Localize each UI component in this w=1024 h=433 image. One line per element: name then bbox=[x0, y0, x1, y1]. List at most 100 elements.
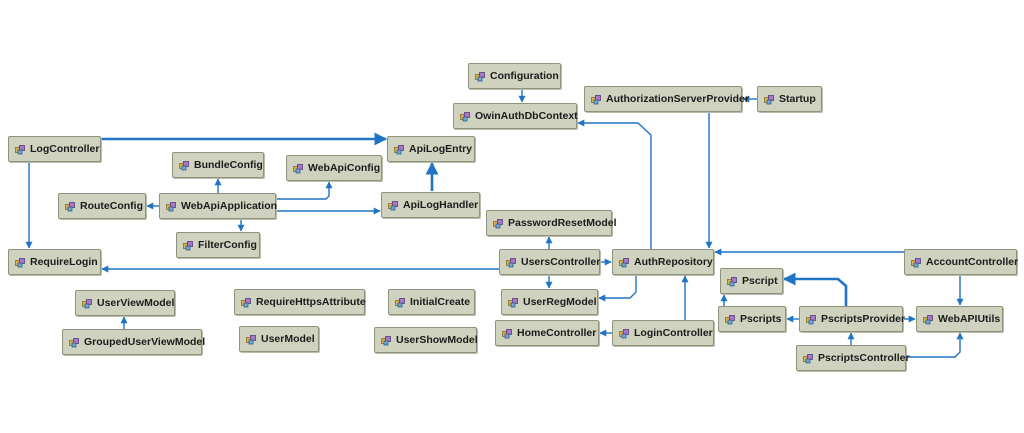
class-node-web-api-application[interactable]: WebApiApplication bbox=[159, 193, 278, 219]
class-node-label: Pscripts bbox=[740, 313, 782, 325]
class-icon bbox=[381, 335, 392, 346]
class-node-user-show-model[interactable]: UserShowModel bbox=[374, 327, 478, 353]
class-icon bbox=[508, 297, 519, 308]
class-icon bbox=[506, 257, 517, 268]
class-node-label: ApiLogEntry bbox=[409, 143, 472, 155]
class-node-api-log-handler[interactable]: ApiLogHandler bbox=[381, 192, 480, 218]
class-node-label: WebAPIUtils bbox=[938, 313, 1001, 325]
class-icon bbox=[246, 334, 257, 345]
class-icon bbox=[395, 297, 406, 308]
class-node-auth-repository[interactable]: AuthRepository bbox=[612, 249, 714, 275]
class-node-authorization-server-provider[interactable]: AuthorizationServerProvider bbox=[584, 86, 749, 112]
class-node-label: InitialCreate bbox=[410, 296, 471, 308]
class-icon bbox=[460, 111, 471, 122]
class-node-user-view-model[interactable]: UserViewModel bbox=[75, 290, 175, 316]
class-node-label: GroupedUserViewModel bbox=[84, 336, 206, 348]
class-node-label: AuthorizationServerProvider bbox=[606, 93, 749, 105]
class-node-home-controller[interactable]: HomeController bbox=[495, 320, 599, 346]
class-node-api-log-entry[interactable]: ApiLogEntry bbox=[387, 136, 475, 162]
class-node-log-controller[interactable]: LogController bbox=[8, 136, 101, 162]
class-node-label: UserModel bbox=[261, 333, 315, 345]
class-icon bbox=[727, 276, 738, 287]
class-node-label: BundleConfig bbox=[194, 159, 263, 171]
edge-webapiapplication-to-webapiconfig bbox=[276, 181, 333, 200]
class-node-require-https-attribute[interactable]: RequireHttpsAttribute bbox=[234, 289, 366, 315]
edge-authrepository-to-owinauthdbcontext bbox=[577, 119, 652, 249]
class-node-label: AuthRepository bbox=[634, 256, 713, 268]
class-node-label: UserViewModel bbox=[97, 297, 175, 309]
class-node-label: UserShowModel bbox=[396, 334, 478, 346]
class-icon bbox=[15, 257, 26, 268]
class-node-owin-auth-db-context[interactable]: OwinAuthDbContext bbox=[453, 103, 578, 129]
edges-layer bbox=[25, 89, 964, 358]
class-node-label: PasswordResetModel bbox=[508, 217, 617, 229]
class-node-label: HomeController bbox=[517, 327, 597, 339]
class-icon bbox=[923, 314, 934, 325]
class-icon bbox=[725, 314, 736, 325]
class-node-label: ApiLogHandler bbox=[403, 199, 479, 211]
class-node-pscripts-controller[interactable]: PscriptsController bbox=[796, 345, 910, 371]
class-node-account-controller[interactable]: AccountController bbox=[904, 249, 1019, 275]
class-node-label: PscriptsController bbox=[818, 352, 910, 364]
class-node-label: FilterConfig bbox=[198, 239, 257, 251]
class-node-grouped-user-view-model[interactable]: GroupedUserViewModel bbox=[62, 329, 206, 355]
class-node-label: WebApiConfig bbox=[308, 162, 381, 174]
class-icon bbox=[69, 337, 80, 348]
class-node-label: UsersController bbox=[521, 256, 601, 268]
class-node-label: Startup bbox=[779, 93, 816, 105]
class-node-configuration[interactable]: Configuration bbox=[468, 63, 561, 89]
class-icon bbox=[15, 144, 26, 155]
class-icon bbox=[502, 328, 513, 339]
class-icon bbox=[179, 160, 190, 171]
class-icon bbox=[241, 297, 252, 308]
class-node-user-model[interactable]: UserModel bbox=[239, 326, 319, 352]
class-node-label: RequireLogin bbox=[30, 256, 98, 268]
class-icon bbox=[591, 94, 602, 105]
edge-authrepository-to-userregmodel bbox=[598, 275, 637, 302]
class-icon bbox=[806, 314, 817, 325]
class-node-filter-config[interactable]: FilterConfig bbox=[176, 232, 260, 258]
class-node-label: OwinAuthDbContext bbox=[475, 110, 578, 122]
class-node-label: Pscript bbox=[742, 275, 778, 287]
class-icon bbox=[82, 298, 93, 309]
class-node-label: RequireHttpsAttribute bbox=[256, 296, 366, 308]
class-icon bbox=[619, 257, 630, 268]
class-icon bbox=[493, 218, 504, 229]
class-icon bbox=[394, 144, 405, 155]
class-icon bbox=[619, 328, 630, 339]
class-node-label: Configuration bbox=[490, 70, 559, 82]
class-node-startup[interactable]: Startup bbox=[757, 86, 822, 112]
class-node-route-config[interactable]: RouteConfig bbox=[58, 193, 146, 219]
class-node-login-controller[interactable]: LoginController bbox=[612, 320, 714, 346]
edge-pscriptscontroller-to-webapiutils bbox=[906, 332, 964, 358]
class-node-password-reset-model[interactable]: PasswordResetModel bbox=[486, 210, 617, 236]
class-icon bbox=[388, 200, 399, 211]
class-node-web-api-utils[interactable]: WebAPIUtils bbox=[916, 306, 1003, 332]
class-icon bbox=[803, 353, 814, 364]
class-icon bbox=[764, 94, 775, 105]
class-node-label: LoginController bbox=[634, 327, 713, 339]
class-node-label: AccountController bbox=[926, 256, 1019, 268]
class-node-pscripts-provider[interactable]: PscriptsProvider bbox=[799, 306, 906, 332]
class-node-require-login[interactable]: RequireLogin bbox=[8, 249, 101, 275]
class-icon bbox=[911, 257, 922, 268]
class-node-pscripts[interactable]: Pscripts bbox=[718, 306, 786, 332]
class-node-web-api-config[interactable]: WebApiConfig bbox=[286, 155, 382, 181]
edge-pscriptsprovider-to-pscript bbox=[782, 272, 848, 306]
class-icon bbox=[293, 163, 304, 174]
class-icon bbox=[475, 71, 486, 82]
class-node-label: PscriptsProvider bbox=[821, 313, 906, 325]
class-node-users-controller[interactable]: UsersController bbox=[499, 249, 600, 275]
class-icon bbox=[183, 240, 194, 251]
class-icon bbox=[65, 201, 76, 212]
class-node-initial-create[interactable]: InitialCreate bbox=[388, 289, 475, 315]
class-node-label: WebApiApplication bbox=[181, 200, 278, 212]
class-node-user-reg-model[interactable]: UserRegModel bbox=[501, 289, 598, 315]
class-node-pscript[interactable]: Pscript bbox=[720, 268, 783, 294]
class-node-label: LogController bbox=[30, 143, 100, 155]
class-node-label: UserRegModel bbox=[523, 296, 597, 308]
class-node-label: RouteConfig bbox=[80, 200, 143, 212]
class-node-bundle-config[interactable]: BundleConfig bbox=[172, 152, 264, 178]
class-icon bbox=[166, 201, 177, 212]
